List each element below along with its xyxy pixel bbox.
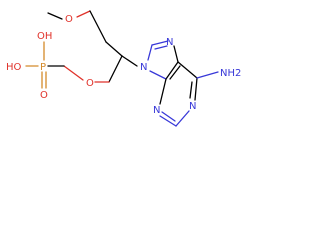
chemical-structure: O OH HO P O O N N N N NH2 — [6, 10, 241, 127]
bond-oether-ch2p — [63, 65, 84, 81]
atom-n7: N — [166, 37, 173, 48]
atom-oh-top: OH — [37, 31, 52, 42]
bond-c6-n1 — [194, 77, 198, 101]
atom-n3: N — [153, 105, 160, 116]
bond-methyl-o — [47, 12, 63, 20]
bond-c8-n7 — [151, 40, 169, 46]
bond-ch-n9 — [121, 55, 138, 67]
atom-ho-left: HO — [6, 62, 22, 73]
atom-labels: O OH HO P O O N N N N NH2 — [6, 14, 241, 116]
bond-c5-c6 — [177, 61, 198, 79]
bond-c4-n9 — [149, 70, 167, 80]
bond-c6-n1-double — [189, 81, 193, 99]
bond-n3-c4 — [159, 78, 167, 105]
bond-c8-n7-double — [154, 45, 168, 50]
atom-o-methoxy: O — [65, 14, 73, 25]
bond-n7-c5 — [173, 45, 179, 63]
atom-o-double: O — [40, 90, 48, 101]
bond-c4-c5-double — [169, 65, 181, 80]
bond-o-ch2 — [76, 10, 91, 18]
bond-ch-ch2o — [108, 55, 123, 83]
bond-ch2-ch — [105, 41, 123, 57]
bond-ch2-ch2 — [89, 10, 107, 43]
bond-c2-n3 — [159, 115, 177, 127]
bond-c5-c4 — [165, 61, 179, 80]
atom-p: P — [40, 62, 46, 73]
bond-n1-c2 — [175, 110, 190, 127]
atom-o-ether: O — [86, 78, 94, 89]
atom-nh2: NH2 — [220, 68, 241, 79]
atom-n1: N — [189, 101, 196, 112]
bond-c2-n3-double — [161, 111, 176, 122]
bonds — [25, 10, 219, 127]
atom-n9: N — [140, 62, 147, 73]
bond-c6-nh2 — [196, 71, 219, 79]
bond-n9-c8 — [147, 44, 153, 61]
